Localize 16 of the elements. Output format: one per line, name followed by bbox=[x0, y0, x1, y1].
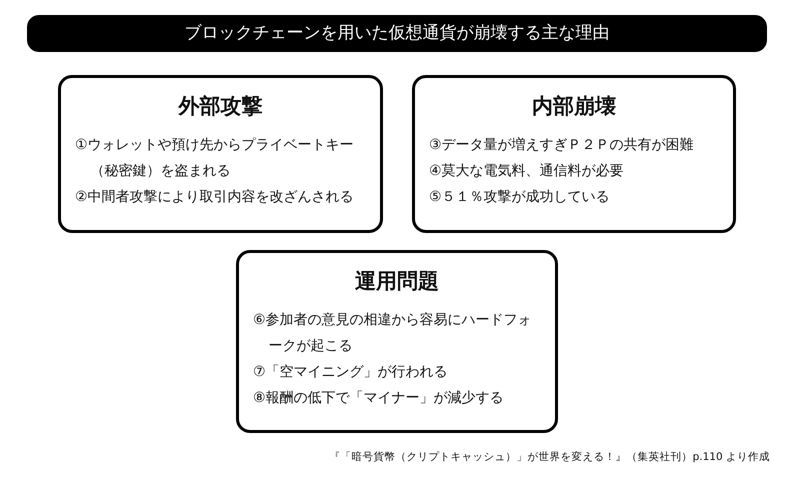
reason-text: ④莫大な電気料、通信料が必要 bbox=[429, 162, 625, 181]
reason-text: ②中間者攻撃により取引内容を改ざんされる bbox=[75, 188, 355, 207]
title-bar: ブロックチェーンを用いた仮想通貨が崩壊する主な理由 bbox=[27, 15, 767, 52]
box-heading: 内部崩壊 bbox=[531, 93, 617, 120]
reason-text: ③データ量が増えすぎＰ２Ｐの共有が困難 bbox=[429, 136, 695, 155]
reason-text: ⑧報酬の低下で「マイナー」が減少する bbox=[253, 389, 505, 408]
reason-text: ①ウォレットや預け先からプライベートキー（秘密鍵）を盗まれる bbox=[75, 136, 355, 181]
source-note: 『「暗号貨幣（クリプトキャッシュ）」が世界を変える！』（集英社刊）p.110 より作成 bbox=[330, 450, 770, 464]
reason-text: ⑥参加者の意見の相違から容易にハードフォークが起こる bbox=[253, 311, 533, 356]
box-heading: 運用問題 bbox=[354, 268, 440, 295]
category-box bbox=[236, 250, 558, 433]
box-heading: 外部攻撃 bbox=[177, 93, 264, 120]
reason-text: ⑦「空マイニング」が行われる bbox=[253, 363, 449, 382]
category-box bbox=[58, 75, 383, 233]
reason-text: ⑤５１％攻撃が成功している bbox=[429, 188, 611, 207]
category-box bbox=[412, 75, 736, 233]
